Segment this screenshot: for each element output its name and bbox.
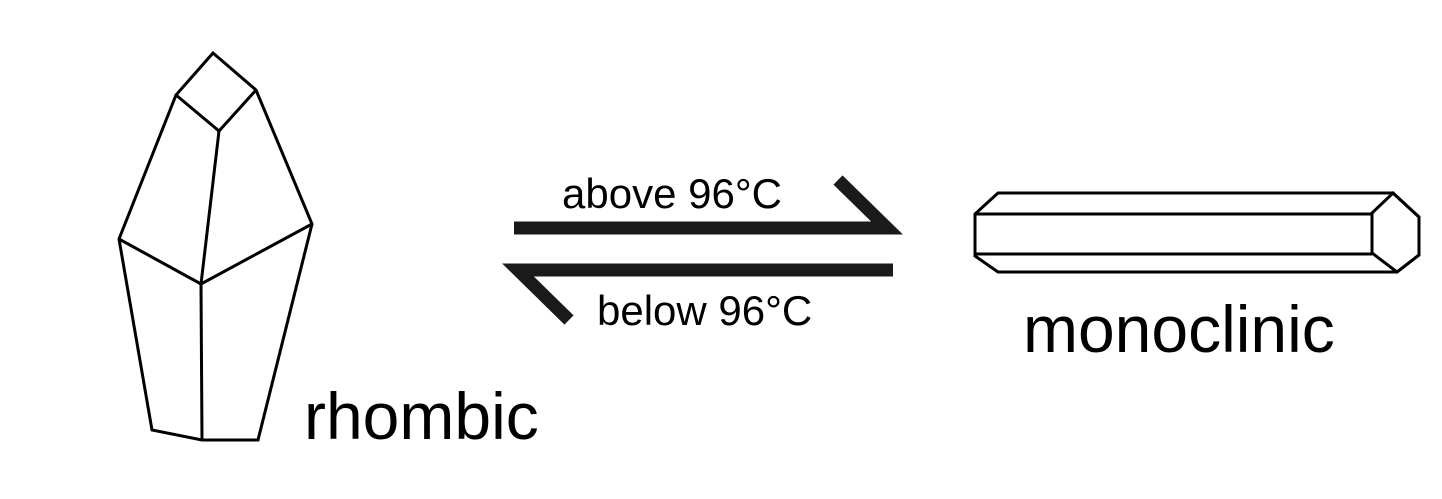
monoclinic-label: monoclinic [1023,292,1335,366]
monoclinic-end-face [1370,190,1421,274]
equilibrium-arrows [502,175,903,325]
rhombic-lower-ridge [199,283,204,441]
reverse-arrow [502,263,893,325]
rhombic-middle-edges [118,222,313,286]
forward-arrow [514,175,903,235]
rhombic-crystal-outline [117,50,314,442]
monoclinic-prism-outline [973,191,1421,274]
rhombic-top-facet [175,88,258,134]
rhombic-label: rhombic [304,379,539,453]
reverse-condition-label: below 96°C [597,287,812,334]
rhombic-center-ridge [199,130,221,285]
rhombic-crystal-drawing [117,50,314,442]
forward-condition-label: above 96°C [562,170,782,217]
monoclinic-crystal-drawing [973,190,1421,274]
